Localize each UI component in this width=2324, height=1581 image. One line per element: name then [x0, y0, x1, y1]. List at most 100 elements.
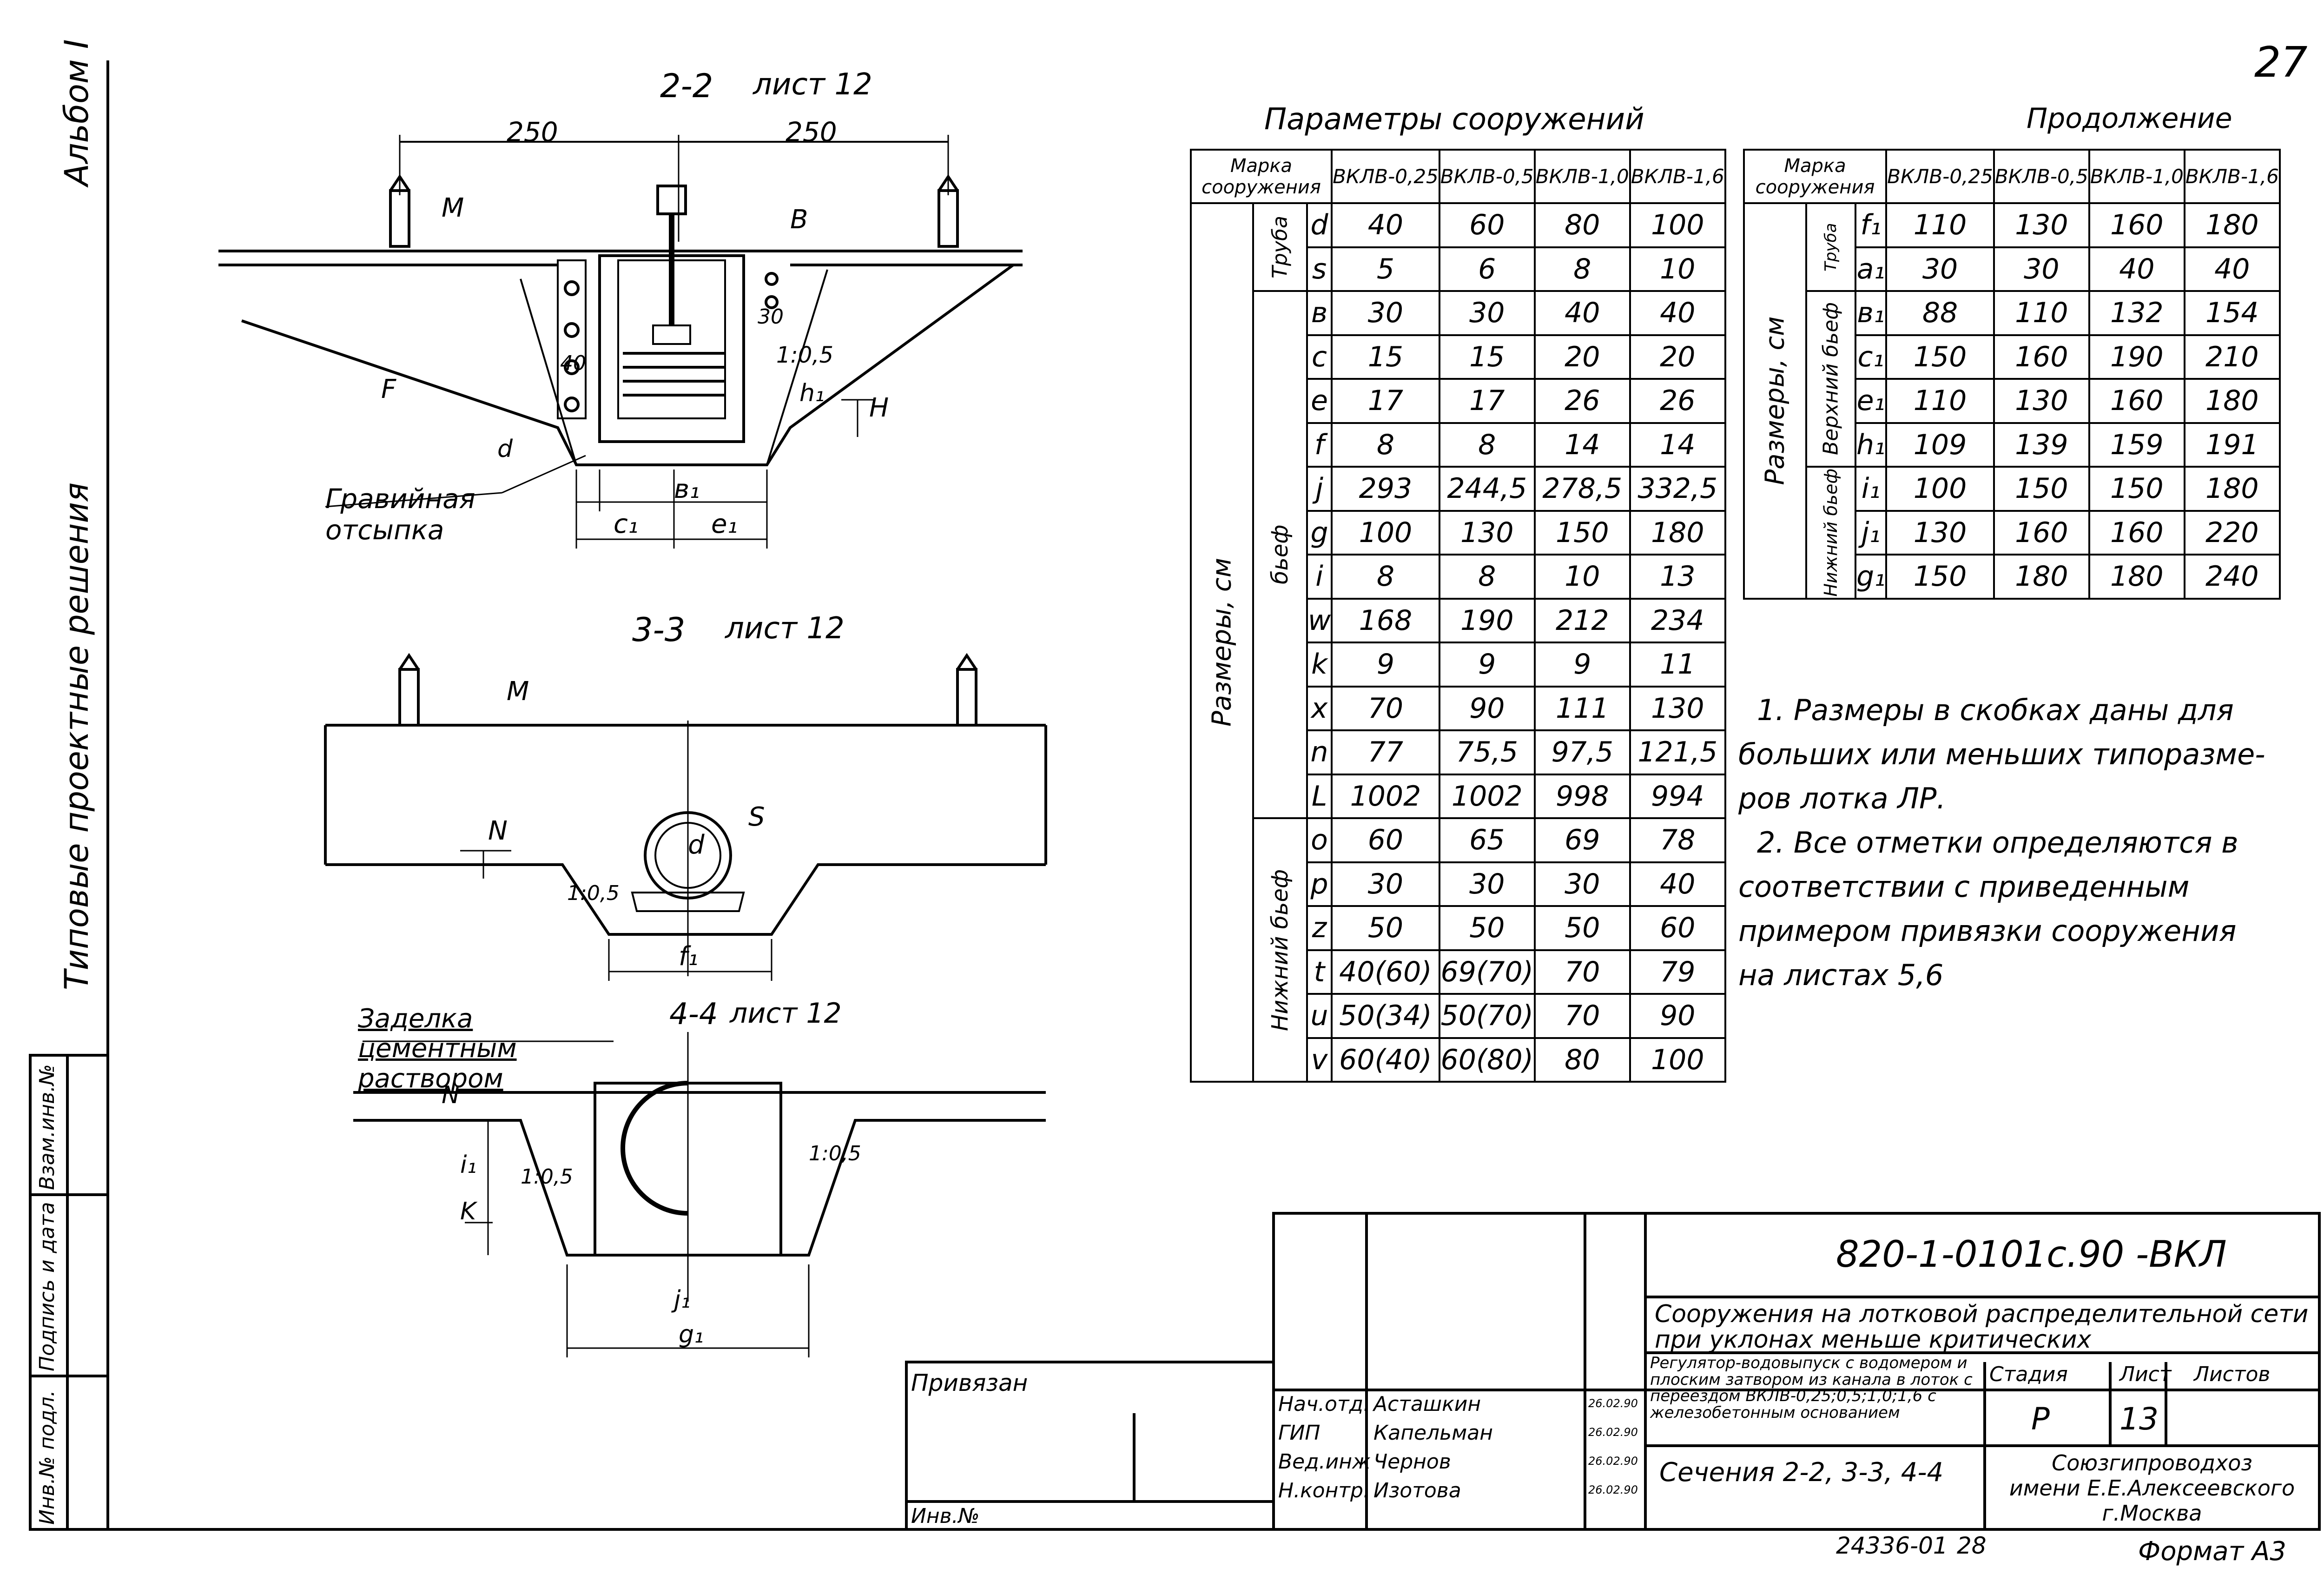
- params-cell: 6: [1438, 246, 1536, 292]
- cont-cell: 150: [2088, 466, 2185, 512]
- cont-cell: 240: [2183, 554, 2281, 600]
- params-cell: 212: [1533, 597, 1631, 643]
- org-line: Союзгипроводхоз: [2052, 1450, 2252, 1475]
- params-cell: 78: [1629, 817, 1726, 863]
- cont-cell: 132: [2088, 290, 2185, 336]
- cont-cell: 110: [1993, 290, 2090, 336]
- cont-cell: 40: [2088, 246, 2185, 292]
- format-label: Формат А3: [2138, 1536, 2286, 1567]
- params-cell: 8: [1438, 422, 1536, 468]
- cont-cell: 180: [2183, 466, 2281, 512]
- params-cell: 994: [1629, 773, 1726, 819]
- cont-param: e₁: [1854, 378, 1888, 424]
- params-cell: 121,5: [1629, 729, 1726, 775]
- params-param: w: [1306, 597, 1333, 643]
- note-line: соответствии с приведенным: [1738, 870, 2190, 904]
- section-22-ref: лист 12: [753, 67, 872, 102]
- params-cell: 40(60): [1331, 949, 1440, 995]
- archive-number: 24336-01: [1836, 1532, 1948, 1559]
- params-cell: 100: [1629, 202, 1726, 248]
- sheets-label: Листов: [2194, 1363, 2271, 1386]
- cont-cell: 109: [1885, 422, 1995, 468]
- cont-cell: 191: [2183, 422, 2281, 468]
- cont-table: Марка сооружения ВКЛВ-0,25 ВКЛВ-0,5 ВКЛВ…: [1743, 149, 2281, 600]
- params-param: f: [1306, 422, 1333, 468]
- params-cell: 130: [1629, 685, 1726, 731]
- params-vlabel-main: Размеры, см: [1191, 203, 1253, 1082]
- params-cell: 100: [1331, 509, 1440, 556]
- label-n-33: N: [488, 816, 508, 846]
- cont-header-mark: Марка сооружения: [1743, 149, 1888, 204]
- stage-value: Р: [2031, 1401, 2050, 1437]
- cont-cell: 180: [2088, 554, 2185, 600]
- cont-cell: 154: [2183, 290, 2281, 336]
- cont-cell: 160: [2088, 509, 2185, 556]
- inventory-label: Инв.№: [911, 1504, 980, 1528]
- cont-cell: 130: [1993, 378, 2090, 424]
- params-cell: 190: [1438, 597, 1536, 643]
- params-cell: 9: [1331, 642, 1440, 688]
- org-line: г.Москва: [2102, 1501, 2202, 1526]
- stage-label: Стадия: [1989, 1363, 2068, 1386]
- params-param: j: [1306, 466, 1333, 512]
- label-d: d: [497, 435, 513, 463]
- sheet-value: 13: [2119, 1401, 2159, 1437]
- params-cell: 8: [1331, 554, 1440, 600]
- params-cell: 69: [1533, 817, 1631, 863]
- archive-sheet: 28: [1957, 1532, 1987, 1559]
- params-param: s: [1306, 246, 1333, 292]
- cont-param: в₁: [1854, 290, 1888, 336]
- sheet-description: Регулятор-водовыпуск с водомером и плоск…: [1650, 1354, 1973, 1422]
- params-cell: 20: [1629, 334, 1726, 380]
- params-param: g: [1306, 509, 1333, 556]
- project-title: Сооружения на лотковой распределительной…: [1655, 1300, 2309, 1354]
- params-cell: 60(40): [1331, 1037, 1440, 1083]
- params-cell: 9: [1438, 642, 1536, 688]
- cont-param: a₁: [1854, 246, 1888, 292]
- params-param: t: [1306, 949, 1333, 995]
- cont-vlabel-lower: Нижний бьеф: [1806, 467, 1855, 599]
- params-param: d: [1306, 202, 1333, 248]
- params-cell: 40: [1331, 202, 1440, 248]
- params-cell: 70: [1331, 685, 1440, 731]
- cont-cell: 40: [2183, 246, 2281, 292]
- params-cell: 60: [1629, 905, 1726, 951]
- params-cell: 14: [1629, 422, 1726, 468]
- note-line: 2. Все отметки определяются в: [1757, 826, 2238, 860]
- params-cell: 8: [1438, 554, 1536, 600]
- section-22-title: 2-2: [660, 67, 713, 105]
- label-m-22: M: [442, 193, 464, 223]
- staff-date: 26.02.90: [1588, 1397, 1638, 1410]
- cont-param: h₁: [1854, 422, 1888, 468]
- params-cell: 60: [1331, 817, 1440, 863]
- note-line: ров лотка ЛР.: [1738, 781, 1946, 815]
- params-cell: 60(80): [1438, 1037, 1536, 1083]
- params-cell: 50: [1533, 905, 1631, 951]
- label-40: 40: [560, 351, 586, 375]
- cont-vlabel-main: Размеры, см: [1744, 203, 1806, 599]
- label-b: В: [790, 205, 808, 235]
- cont-cell: 130: [1885, 509, 1995, 556]
- params-col-header: ВКЛВ-0,25: [1331, 149, 1440, 204]
- cont-cell: 180: [2183, 378, 2281, 424]
- staff-name: Чернов: [1373, 1450, 1451, 1474]
- params-param: z: [1306, 905, 1333, 951]
- cont-cell: 150: [1885, 554, 1995, 600]
- params-cell: 244,5: [1438, 466, 1536, 512]
- staff-role: Н.контр.: [1278, 1479, 1370, 1502]
- cont-col-header: ВКЛВ-0,5: [1993, 149, 2090, 204]
- cont-cell: 190: [2088, 334, 2185, 380]
- params-cell: 332,5: [1629, 466, 1726, 512]
- org-line: имени Е.Е.Алексеевского: [2009, 1475, 2295, 1501]
